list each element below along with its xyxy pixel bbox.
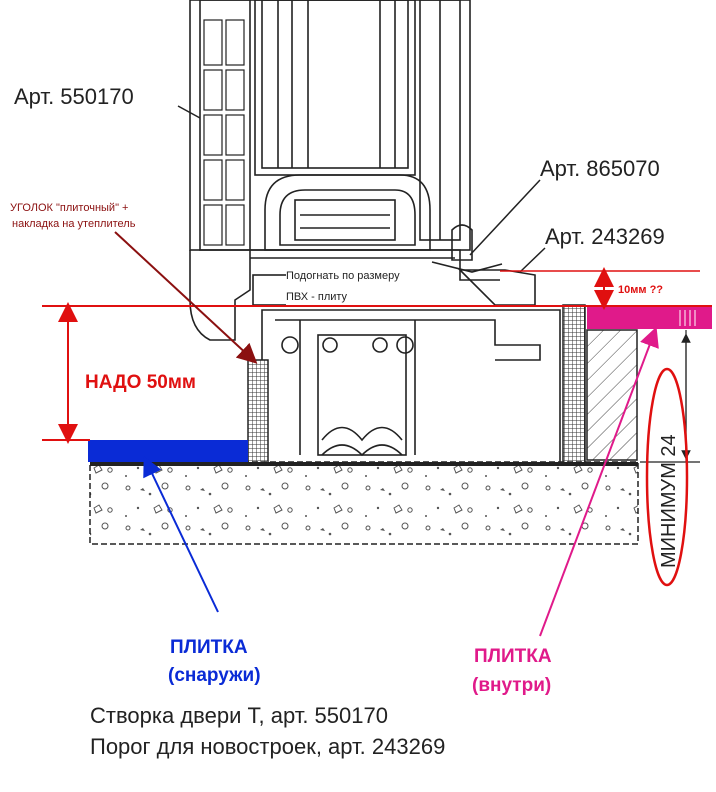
tile-inside-label-line2: (внутри) bbox=[472, 675, 551, 696]
svg-text:Арт. 865070: Арт. 865070 bbox=[540, 156, 660, 181]
need-50mm-label: НАДО 50мм bbox=[85, 372, 196, 393]
corner-note-line1: УГОЛОК "плиточный" + bbox=[10, 202, 128, 214]
svg-text:Арт. 550170: Арт. 550170 bbox=[14, 84, 134, 109]
caption-line1: Створка двери Т, арт. 550170 bbox=[90, 703, 388, 728]
insulation-left bbox=[247, 359, 269, 466]
art-865070-label: Арт. 865070 bbox=[469, 156, 660, 256]
tile-inside-label-line1: ПЛИТКА bbox=[474, 646, 552, 667]
tile-outside-block bbox=[88, 440, 248, 462]
minimum-24-highlight bbox=[645, 367, 689, 587]
tile-inside-arrow bbox=[539, 326, 659, 637]
corner-note-line2: накладка на утеплитель bbox=[12, 218, 136, 230]
wall-hatched bbox=[586, 329, 638, 461]
svg-text:Арт. 243269: Арт. 243269 bbox=[545, 224, 665, 249]
caption-line2: Порог для новостроек, арт. 243269 bbox=[90, 734, 445, 759]
art-550170-label: Арт. 550170 bbox=[14, 84, 201, 119]
corner-note-arrow bbox=[114, 231, 258, 364]
tile-outside-arrow bbox=[143, 455, 219, 613]
ten-mm-label: 10мм ?? bbox=[618, 284, 663, 296]
cut-to-size-note-line1: Подогнать по размеру bbox=[286, 270, 400, 282]
door-leaf-profile bbox=[189, 0, 536, 341]
concrete-slab bbox=[89, 461, 639, 545]
insulation-right bbox=[562, 304, 586, 466]
cut-to-size-note-line2: ПВХ - плиту bbox=[286, 291, 348, 303]
tile-outside-label-line1: ПЛИТКА bbox=[170, 637, 248, 658]
art-243269-label: Арт. 243269 bbox=[519, 224, 665, 273]
minimum-24-label: МИНИМУМ 24 bbox=[658, 434, 680, 568]
tile-outside-label-line2: (снаружи) bbox=[168, 665, 261, 686]
tile-inside-block bbox=[587, 307, 712, 329]
tile-inside-marker bbox=[679, 310, 696, 326]
